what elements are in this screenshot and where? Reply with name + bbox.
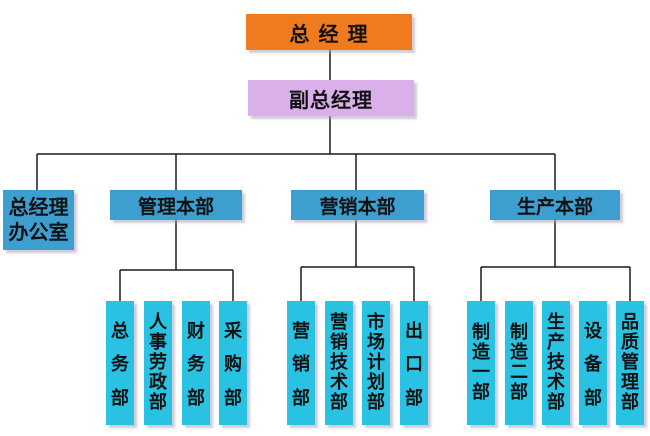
- node-label-char: 造: [472, 342, 490, 363]
- node-label-char: 品: [621, 312, 639, 333]
- node-label-char: 销: [292, 354, 310, 375]
- node-label-char: 管: [621, 352, 639, 373]
- node-label-char: 造: [510, 342, 528, 363]
- node-label-char: 事: [149, 332, 167, 353]
- node-label-char: 部: [510, 382, 528, 403]
- node-label-line1: 总经理: [8, 195, 69, 219]
- node-department: 市场计划部: [362, 301, 390, 425]
- node-label-char: 部: [187, 387, 205, 409]
- node-label-char: 术: [547, 372, 565, 393]
- node-label: 生产本部: [516, 195, 593, 218]
- node-deputy-general-manager: 副总经理: [248, 80, 414, 116]
- node-label: 总经理: [289, 21, 377, 46]
- node-label-char: 一: [472, 362, 490, 383]
- node-department: 营销部: [287, 301, 315, 425]
- node-label-char: 务: [111, 354, 129, 375]
- node-department: 制造一部: [467, 301, 495, 425]
- node-label-char: 部: [472, 382, 490, 403]
- node-department: 营销技术部: [325, 301, 353, 425]
- node-department: 品质管理部: [616, 301, 644, 425]
- node-label-char: 部: [224, 387, 242, 409]
- node-department: 生产技术部: [542, 301, 570, 425]
- node-label-char: 部: [621, 392, 639, 413]
- node-label-char: 术: [330, 372, 348, 393]
- node-general-manager: 总经理: [246, 14, 412, 50]
- node-label-char: 制: [472, 322, 490, 343]
- node-label-char: 市: [367, 312, 385, 333]
- node-label-char: 划: [367, 372, 385, 393]
- node-label-char: 理: [621, 372, 639, 393]
- node-label-char: 营: [292, 320, 310, 342]
- node-label-char: 购: [224, 354, 242, 375]
- node-division-management: 管理本部: [110, 190, 242, 220]
- node-label-char: 部: [584, 387, 602, 409]
- node-label-char: 部: [405, 387, 423, 409]
- node-label: 管理本部: [137, 195, 214, 218]
- node-label: 副总经理: [289, 87, 373, 112]
- node-label-char: 出: [405, 320, 423, 342]
- node-label-char: 计: [367, 352, 385, 373]
- node-label-char: 务: [187, 354, 205, 375]
- node-label-char: 部: [292, 387, 310, 409]
- node-label-char: 生: [547, 312, 565, 333]
- node-division-production: 生产本部: [490, 190, 620, 220]
- node-label-char: 部: [149, 392, 167, 413]
- node-label-char: 财: [187, 320, 205, 342]
- node-label-char: 质: [621, 332, 639, 353]
- node-label-char: 二: [510, 362, 528, 383]
- node-label-char: 营: [330, 312, 348, 333]
- node-label-char: 备: [584, 354, 602, 375]
- node-label-char: 场: [367, 332, 385, 353]
- node-label-char: 人: [149, 312, 167, 333]
- node-label-char: 技: [330, 352, 348, 373]
- node-department: 出口部: [400, 301, 428, 425]
- node-label-char: 口: [405, 354, 423, 375]
- node-label-char: 技: [547, 352, 565, 373]
- node-division-marketing: 营销本部: [291, 190, 424, 220]
- node-department: 人事劳政部: [144, 301, 172, 425]
- node-department: 制造二部: [505, 301, 533, 425]
- node-label-char: 政: [149, 372, 167, 393]
- node-label-char: 部: [111, 387, 129, 409]
- node-gm-office: 总经理 办公室: [3, 190, 74, 250]
- node-department: 设备部: [579, 301, 607, 425]
- node-label-char: 制: [510, 322, 528, 343]
- node-label-line2: 办公室: [8, 220, 69, 244]
- node-department: 财务部: [182, 301, 210, 425]
- node-label-char: 设: [584, 320, 602, 342]
- node-label-char: 总: [111, 320, 129, 342]
- node-label-char: 产: [547, 332, 565, 353]
- node-label-char: 采: [224, 320, 242, 342]
- node-label-char: 销: [330, 332, 348, 353]
- node-label-char: 部: [547, 392, 565, 413]
- node-label-char: 劳: [149, 352, 167, 373]
- node-label: 营销本部: [319, 195, 396, 218]
- node-label-char: 部: [367, 392, 385, 413]
- node-label-char: 部: [330, 392, 348, 413]
- node-department: 总务部: [106, 301, 134, 425]
- node-department: 采购部: [219, 301, 247, 425]
